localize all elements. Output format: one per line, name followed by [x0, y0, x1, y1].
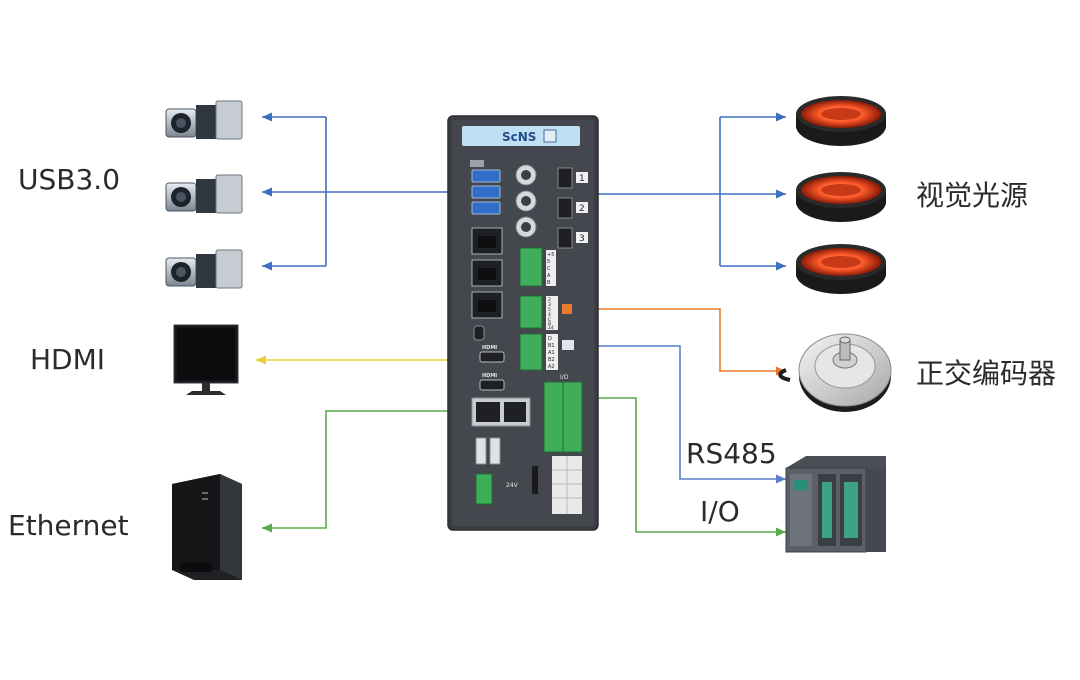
- ethernet-connection-line: [262, 410, 486, 533]
- terminal-b-label: 3: [548, 302, 551, 308]
- power-connector: [475, 466, 538, 505]
- encoder-label: 正交编码器: [916, 357, 1057, 390]
- terminal-block-b: [519, 295, 572, 330]
- terminal-b-label: C: [548, 317, 551, 323]
- terminal-b-label: 5: [548, 307, 551, 313]
- industrial-camera-icon: [165, 174, 243, 214]
- hdmi-label: HDMI: [30, 343, 106, 376]
- controller-device: ScNS 1 2 3: [447, 115, 599, 531]
- terminal-block-a: [519, 247, 556, 287]
- terminal-b-label: 24: [548, 325, 554, 331]
- light-port-number-3: 3: [579, 234, 585, 244]
- terminal-a-label: B: [547, 280, 551, 286]
- monitor-icon: [173, 324, 239, 395]
- usb-label: USB3.0: [18, 163, 121, 196]
- io-label: I/O: [700, 495, 740, 528]
- ring-light-icon: [796, 96, 886, 146]
- terminal-a-label: +5: [547, 252, 554, 258]
- encoder-connection-line: [572, 308, 786, 376]
- bottom-usb-ports: [475, 437, 501, 465]
- terminal-block-c: [519, 333, 574, 371]
- light-port-number-1: 1: [579, 174, 585, 184]
- m12-connectors: [515, 164, 537, 238]
- io-connection-line: [582, 397, 786, 537]
- rs485-connection-line: [572, 345, 786, 484]
- terminal-c-label: A2: [548, 364, 555, 370]
- terminal-b-label: 2: [548, 297, 551, 303]
- usb-connection-lines: [262, 112, 472, 271]
- terminal-c-label: D: [548, 336, 552, 342]
- ring-light-icon: [796, 244, 886, 294]
- terminal-a-label: C: [547, 266, 551, 272]
- vision-light-label: 视觉光源: [916, 179, 1029, 212]
- industrial-camera-icon: [165, 100, 243, 140]
- light-connection-lines: [578, 112, 786, 271]
- terminal-c-label: B1: [548, 343, 555, 349]
- terminal-c-label: A1: [548, 350, 555, 356]
- ring-light-icon: [796, 172, 886, 222]
- terminal-a-label: A: [547, 273, 551, 279]
- usb-port-group: [470, 160, 501, 215]
- brand-label: ScNS: [502, 130, 536, 144]
- pc-tower-icon: [172, 474, 242, 580]
- hdmi-ports: [473, 325, 505, 391]
- terminal-a-label: 5: [547, 259, 550, 265]
- terminal-b-label: B: [548, 321, 551, 327]
- plc-icon: [785, 456, 886, 553]
- light-channel-connectors: [557, 167, 588, 249]
- power-label: 24V: [506, 482, 519, 489]
- ethernet-uplink-ports: [471, 397, 531, 427]
- rs485-label: RS485: [686, 437, 777, 470]
- light-port-number-2: 2: [579, 204, 585, 214]
- ethernet-label: Ethernet: [8, 509, 129, 542]
- terminal-b-label: 4: [548, 312, 551, 318]
- rotary-encoder-icon: [778, 333, 892, 412]
- io-terminal-bank: [543, 381, 583, 514]
- industrial-camera-icon: [165, 249, 243, 289]
- terminal-c-label: B2: [548, 357, 555, 363]
- io-port-label: I/O: [560, 374, 569, 381]
- hdmi-port-label: HDMI: [482, 373, 497, 379]
- ethernet-ports: [471, 227, 503, 319]
- hdmi-port-label: HDMI: [482, 345, 497, 351]
